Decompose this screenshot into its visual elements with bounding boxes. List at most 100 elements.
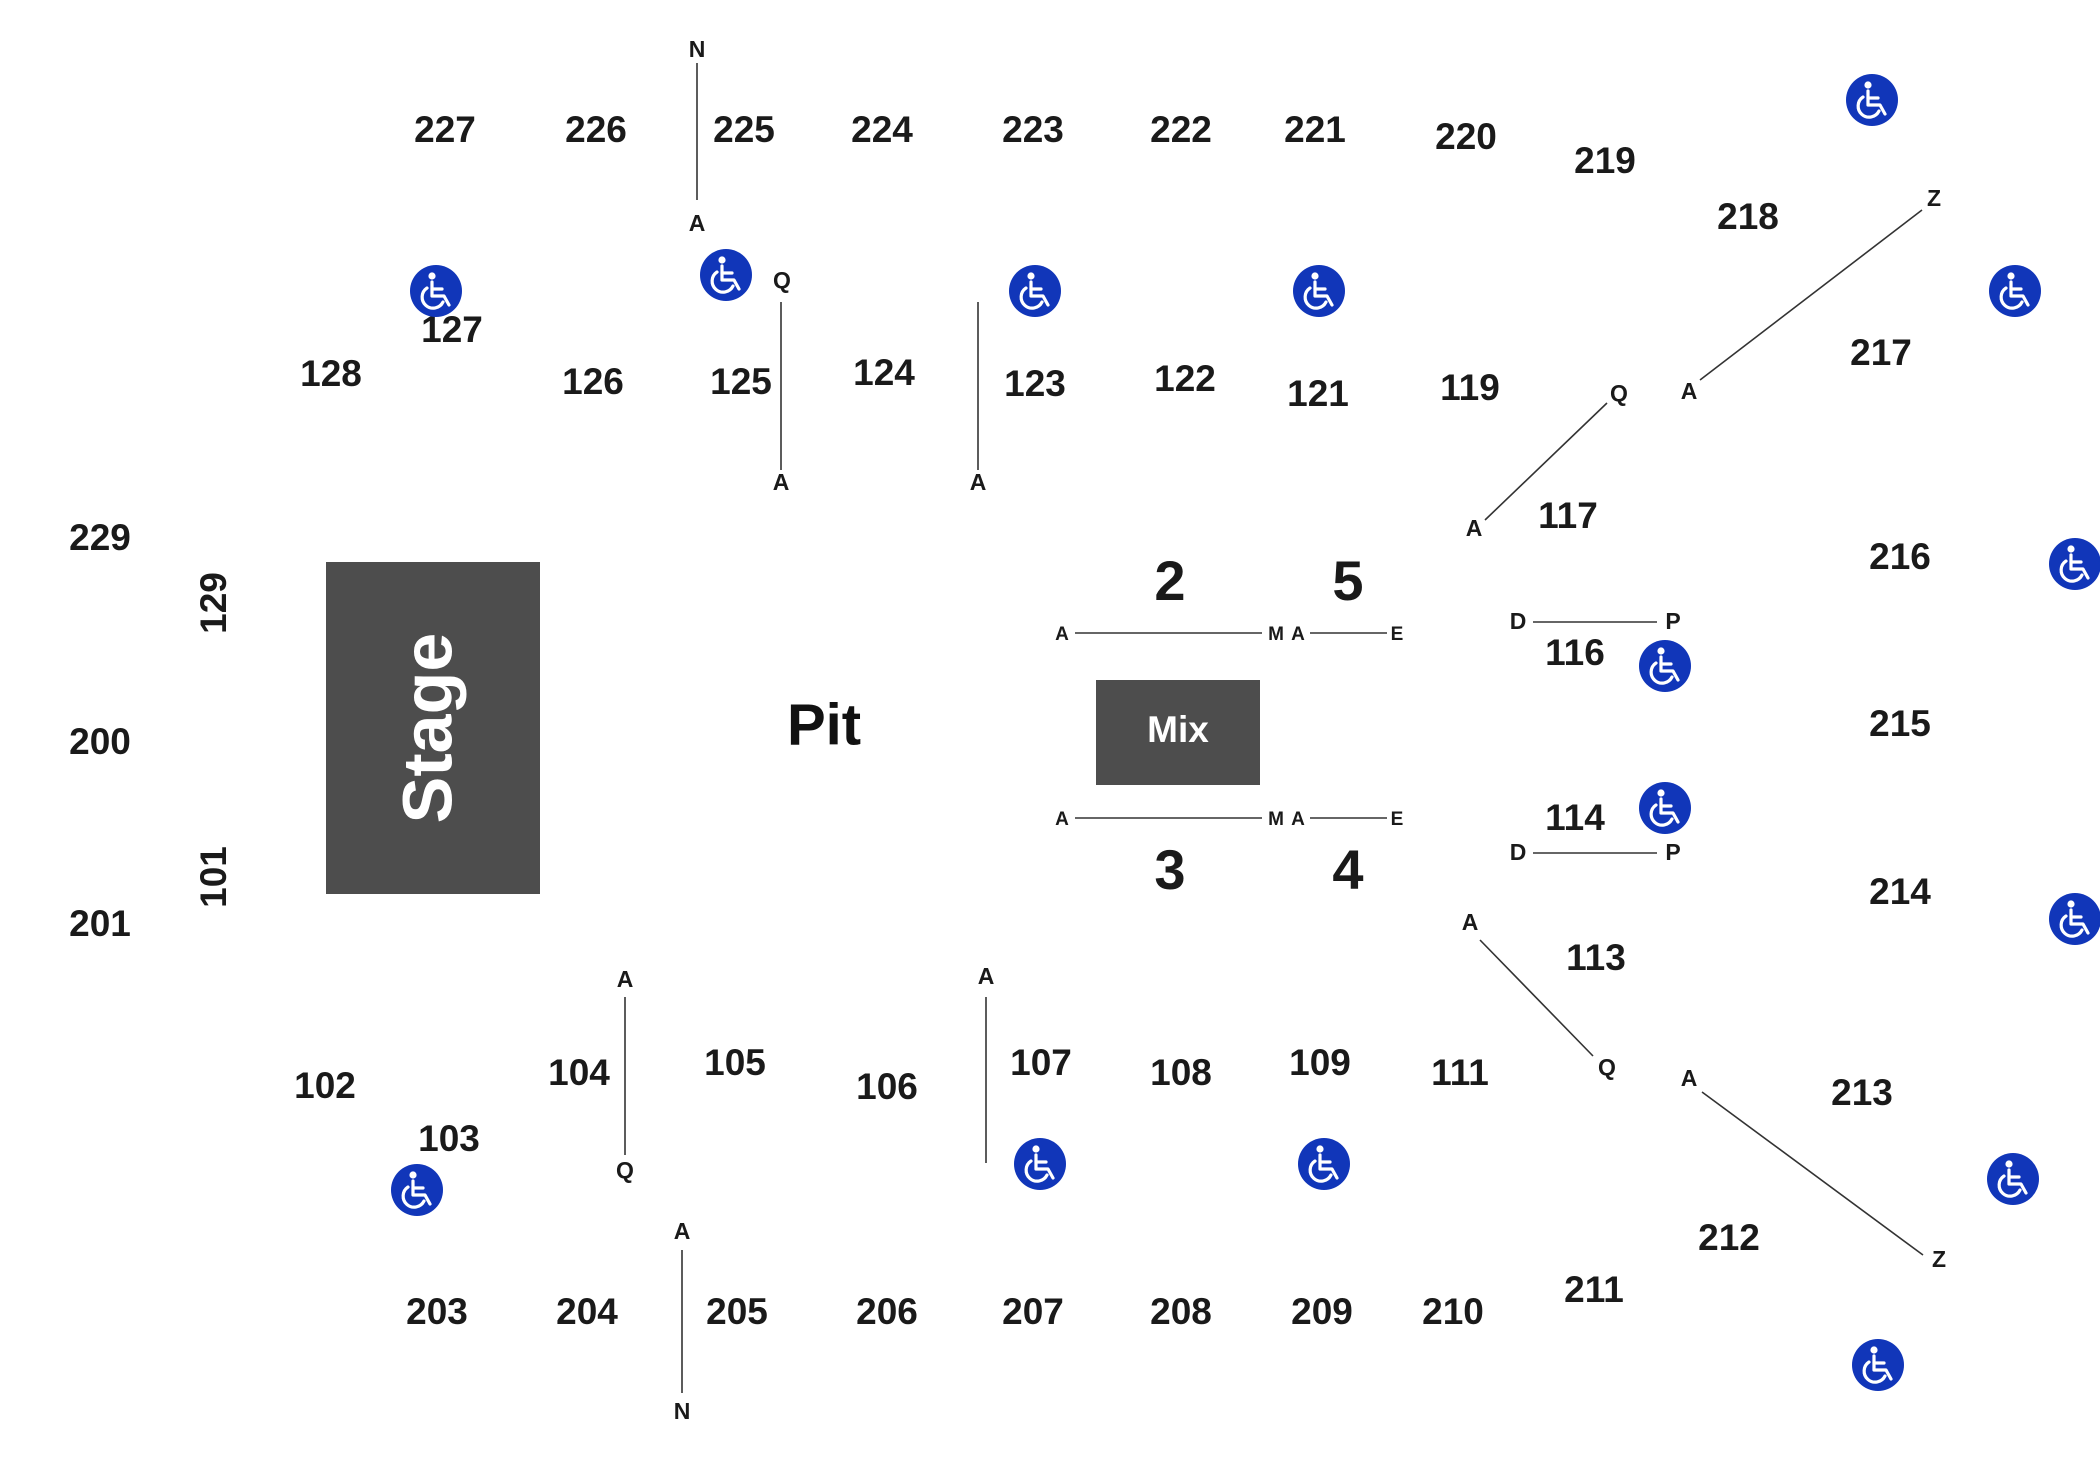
section-227[interactable]: 227 [414, 109, 476, 150]
section-5[interactable]: 5 [1332, 549, 1363, 612]
lower-sections: 129 101 128 127 126 125 124 123 122 121 … [193, 309, 1626, 1159]
section-204[interactable]: 204 [556, 1291, 618, 1332]
section-213[interactable]: 213 [1831, 1072, 1893, 1113]
row-labels: N A Q A A Z A Q A D P D P A Q A Z A Q A … [616, 36, 1946, 1424]
section-229[interactable]: 229 [69, 517, 131, 558]
section-113[interactable]: 113 [1566, 937, 1626, 978]
section-106[interactable]: 106 [856, 1066, 918, 1107]
row-line-113 [1479, 939, 1594, 1057]
row-label: A [1291, 624, 1305, 645]
wheelchair-accessible-icon[interactable] [1293, 265, 1345, 317]
row-label: M [1268, 624, 1284, 645]
section-126[interactable]: 126 [562, 361, 624, 402]
section-214[interactable]: 214 [1869, 871, 1931, 912]
section-125[interactable]: 125 [710, 361, 772, 402]
wheelchair-accessible-icon[interactable] [1298, 1138, 1350, 1190]
section-119[interactable]: 119 [1440, 367, 1500, 408]
section-pit[interactable]: Pit [787, 692, 861, 757]
wheelchair-accessible-icon[interactable] [1009, 265, 1061, 317]
row-label: A [970, 469, 987, 495]
row-label: D [1510, 839, 1527, 865]
row-label: E [1391, 624, 1404, 645]
section-105[interactable]: 105 [704, 1042, 766, 1083]
section-108[interactable]: 108 [1150, 1052, 1212, 1093]
row-label: Q [773, 267, 791, 293]
row-label: Q [1598, 1054, 1616, 1080]
section-223[interactable]: 223 [1002, 109, 1064, 150]
wheelchair-accessible-icon[interactable] [1987, 1153, 2039, 1205]
section-2[interactable]: 2 [1154, 549, 1185, 612]
section-4[interactable]: 4 [1332, 838, 1363, 901]
section-3[interactable]: 3 [1154, 838, 1185, 901]
wheelchair-accessible-icon[interactable] [700, 249, 752, 301]
row-label: Z [1932, 1246, 1946, 1272]
section-224[interactable]: 224 [851, 109, 913, 150]
row-label: A [1681, 378, 1698, 404]
mix-booth: Mix [1096, 680, 1260, 785]
row-label: Z [1927, 185, 1941, 211]
section-203[interactable]: 203 [406, 1291, 468, 1332]
section-209[interactable]: 209 [1291, 1291, 1353, 1332]
row-label: Q [1610, 380, 1628, 406]
wheelchair-accessible-icon[interactable] [410, 265, 462, 317]
section-104[interactable]: 104 [548, 1052, 610, 1093]
section-129[interactable]: 129 [193, 572, 234, 634]
section-220[interactable]: 220 [1435, 116, 1497, 157]
row-lines [624, 63, 1924, 1393]
row-label: E [1391, 809, 1404, 830]
section-208[interactable]: 208 [1150, 1291, 1212, 1332]
wheelchair-accessible-icon[interactable] [1014, 1138, 1066, 1190]
row-label: A [1462, 909, 1479, 935]
row-label: A [689, 210, 706, 236]
wheelchair-accessible-icon[interactable] [1846, 74, 1898, 126]
section-114[interactable]: 114 [1545, 797, 1605, 838]
stage-label: Stage [388, 633, 466, 824]
section-200[interactable]: 200 [69, 721, 131, 762]
section-111[interactable]: 111 [1431, 1052, 1489, 1093]
section-211[interactable]: 211 [1564, 1269, 1624, 1310]
row-label: A [978, 963, 995, 989]
section-226[interactable]: 226 [565, 109, 627, 150]
section-128[interactable]: 128 [300, 353, 362, 394]
section-201[interactable]: 201 [69, 903, 131, 944]
section-124[interactable]: 124 [853, 352, 915, 393]
floor-sections: 2 5 3 4 [1154, 549, 1363, 901]
section-212[interactable]: 212 [1698, 1217, 1760, 1258]
section-101[interactable]: 101 [193, 846, 234, 908]
row-line-218 [1699, 209, 1923, 381]
wheelchair-accessible-icon[interactable] [1852, 1339, 1904, 1391]
row-label: A [674, 1218, 691, 1244]
wheelchair-accessible-icon[interactable] [1639, 640, 1691, 692]
section-123[interactable]: 123 [1004, 363, 1066, 404]
section-216[interactable]: 216 [1869, 536, 1931, 577]
section-117[interactable]: 117 [1538, 495, 1598, 536]
wheelchair-accessible-icon[interactable] [1639, 782, 1691, 834]
section-102[interactable]: 102 [294, 1065, 356, 1106]
section-205[interactable]: 205 [706, 1291, 768, 1332]
section-122[interactable]: 122 [1154, 358, 1216, 399]
section-217[interactable]: 217 [1850, 332, 1912, 373]
row-line-117 [1484, 402, 1608, 521]
section-103[interactable]: 103 [418, 1118, 480, 1159]
section-206[interactable]: 206 [856, 1291, 918, 1332]
section-219[interactable]: 219 [1574, 140, 1636, 181]
section-210[interactable]: 210 [1422, 1291, 1484, 1332]
wheelchair-accessible-icon[interactable] [2049, 538, 2100, 590]
section-215[interactable]: 215 [1869, 703, 1931, 744]
wheelchair-accessible-icon[interactable] [2049, 893, 2100, 945]
section-116[interactable]: 116 [1545, 632, 1605, 673]
row-label: A [1291, 809, 1305, 830]
row-line-212 [1701, 1091, 1924, 1256]
row-label: A [1466, 515, 1483, 541]
section-218[interactable]: 218 [1717, 196, 1779, 237]
section-207[interactable]: 207 [1002, 1291, 1064, 1332]
section-222[interactable]: 222 [1150, 109, 1212, 150]
wheelchair-accessible-icon[interactable] [391, 1164, 443, 1216]
section-109[interactable]: 109 [1289, 1042, 1351, 1083]
mix-label: Mix [1147, 709, 1209, 750]
section-121[interactable]: 121 [1287, 373, 1349, 414]
section-107[interactable]: 107 [1010, 1042, 1072, 1083]
section-225[interactable]: 225 [713, 109, 775, 150]
wheelchair-accessible-icon[interactable] [1989, 265, 2041, 317]
section-221[interactable]: 221 [1284, 109, 1346, 150]
